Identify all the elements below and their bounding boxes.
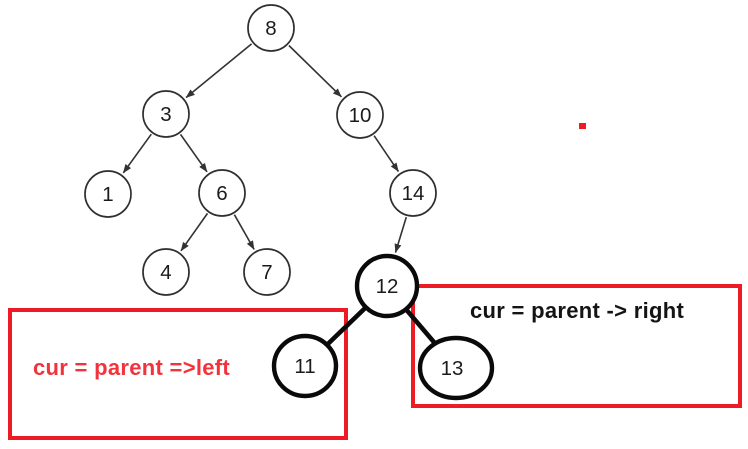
edge-8-3: [185, 43, 253, 99]
tree-node-value: 11: [294, 355, 315, 378]
tree-node-11: 11: [271, 333, 339, 399]
tree-node-value: 10: [349, 104, 372, 127]
edge-3-6: [179, 133, 208, 173]
edge-14-12: [394, 216, 408, 253]
tree-node-14: 14: [389, 169, 437, 217]
tree-node-value: 13: [441, 357, 464, 380]
edge-6-4: [180, 212, 209, 252]
right-box-label: cur = parent -> right: [470, 298, 684, 323]
tree-node-value: 12: [376, 275, 399, 298]
tree-node-value: 8: [265, 17, 276, 40]
tree-node-4: 4: [142, 248, 190, 296]
tree-node-7: 7: [243, 248, 291, 296]
tree-node-3: 3: [142, 90, 190, 138]
edge-8-10: [288, 44, 342, 98]
tree-node-value: 4: [160, 261, 171, 284]
edge-6-7: [233, 214, 255, 250]
tree-node-8: 8: [247, 4, 295, 52]
tree-node-10: 10: [336, 91, 384, 139]
tree-node-12: 12: [354, 253, 420, 319]
tree-node-13: 13: [417, 335, 495, 401]
red-dash-mark: [579, 123, 586, 129]
right-highlight-box: [411, 284, 742, 408]
left-highlight-box: [8, 308, 348, 440]
tree-node-value: 3: [160, 103, 171, 126]
tree-node-value: 1: [102, 183, 113, 206]
edge-10-14: [373, 135, 400, 172]
tree-node-1: 1: [84, 170, 132, 218]
tree-node-value: 7: [261, 261, 272, 284]
left-box-label: cur = parent =>left: [33, 355, 230, 380]
edge-3-1: [122, 133, 152, 174]
tree-node-value: 14: [402, 182, 425, 205]
tree-node-value: 6: [216, 182, 227, 205]
tree-node-6: 6: [198, 169, 246, 217]
